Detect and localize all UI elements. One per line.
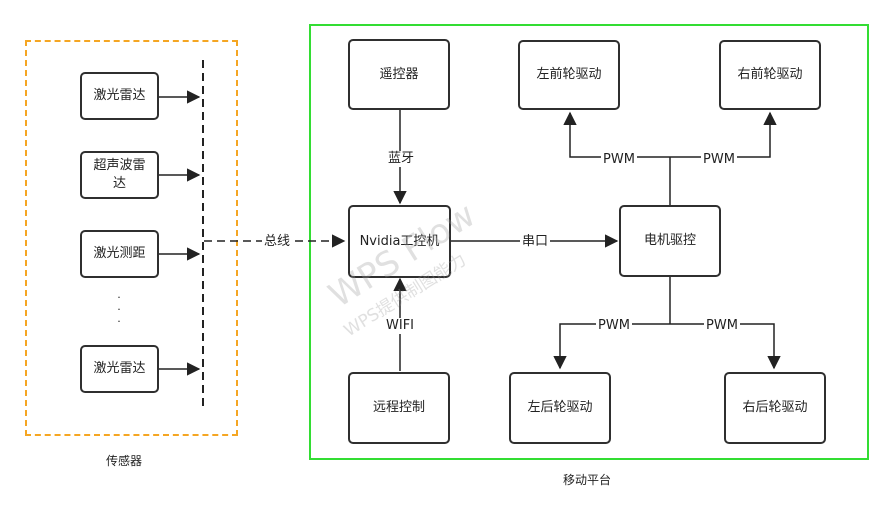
rear-right-wheel-label: 右后轮驱动 [742,400,808,415]
pwm-front-right-arrow [670,111,777,158]
pwm-label-rear-left: PWM [596,318,632,334]
sensor-group-caption: 传感器 [106,454,143,468]
ultrasonic-box: 超声波雷 达 [80,151,159,199]
pwm-label-front-right: PWM [701,152,737,168]
platform-group-frame [309,24,869,460]
front-right-wheel-label: 右前轮驱动 [737,67,803,82]
pwm-label-front-left: PWM [601,152,637,168]
lidar-box-bottom: 激光雷达 [80,345,159,393]
platform-group-caption: 移动平台 [563,473,612,487]
lidar-label-bottom: 激光雷达 [93,361,146,376]
nvidia-label: Nvidia工控机 [359,233,440,249]
ultrasonic-label: 超声波雷 达 [93,158,146,191]
pwm-label-rear-right: PWM [704,318,740,334]
front-right-wheel-box: 右前轮驱动 [719,40,821,110]
nvidia-box: Nvidia工控机 [348,205,451,278]
front-left-wheel-label: 左前轮驱动 [536,67,602,82]
front-left-wheel-box: 左前轮驱动 [518,40,620,110]
lidar-label-top: 激光雷达 [93,88,146,103]
remote-controller-box: 遥控器 [348,39,450,110]
remote-controller-label: 遥控器 [379,66,419,82]
bus-label: 总线 [262,234,293,250]
rangefinder-label: 激光测距 [93,246,146,261]
motor-controller-label: 电机驱控 [643,233,696,248]
sensor-ellipsis: · · · [117,291,121,328]
remote-control-box: 远程控制 [348,372,450,444]
pwm-front-left-arrow [563,111,670,158]
serial-label: 串口 [520,234,551,250]
lidar-box-top: 激光雷达 [80,72,159,120]
sensor-group-frame [25,40,238,436]
rear-right-wheel-box: 右后轮驱动 [724,372,826,444]
rangefinder-box: 激光测距 [80,230,159,278]
remote-control-label: 远程控制 [372,400,425,415]
bluetooth-label: 蓝牙 [386,151,417,167]
motor-controller-box: 电机驱控 [619,205,721,277]
wifi-label: WIFI [384,318,416,334]
rear-left-wheel-label: 左后轮驱动 [527,400,593,415]
rear-left-wheel-box: 左后轮驱动 [509,372,611,444]
pwm-rear-left-arrow [553,323,670,370]
